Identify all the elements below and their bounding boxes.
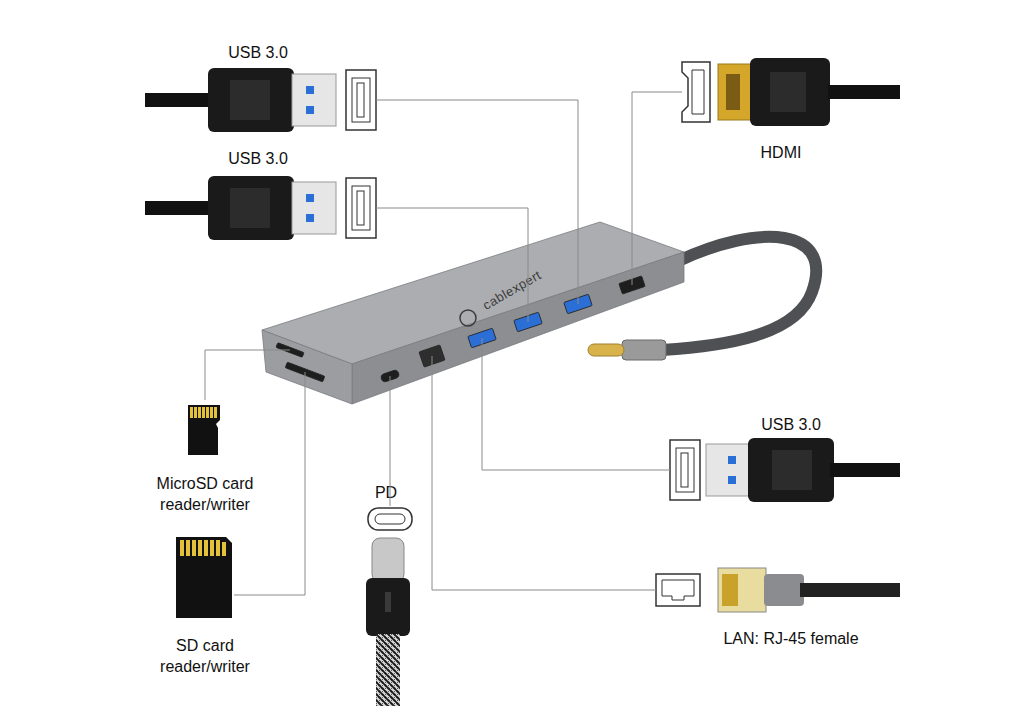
card-pin bbox=[222, 542, 226, 556]
usb-port-icon bbox=[357, 191, 364, 225]
usb-c-port-icon bbox=[368, 508, 412, 530]
hub-outline bbox=[258, 218, 686, 418]
port-label: LAN: RJ-45 female bbox=[706, 628, 876, 649]
card-pin bbox=[214, 407, 217, 418]
hdmi-plug-metal bbox=[718, 64, 752, 120]
card-pin bbox=[216, 540, 220, 556]
usb-port-icon bbox=[346, 70, 376, 130]
hub-port bbox=[285, 362, 325, 382]
card-pin bbox=[180, 540, 184, 556]
leader-line bbox=[632, 92, 682, 285]
hdmi-plug-tongue bbox=[726, 74, 740, 110]
usb-plug-metal bbox=[292, 74, 336, 126]
usb-c-plug-body bbox=[366, 578, 410, 636]
hdmi-port-icon bbox=[682, 62, 710, 122]
usb-c-tip bbox=[588, 344, 624, 356]
leader-line bbox=[432, 356, 656, 590]
usb-port-icon bbox=[352, 186, 370, 230]
braided-cable bbox=[376, 634, 400, 706]
microsd-card bbox=[188, 405, 220, 455]
usb-c-port-icon bbox=[375, 514, 405, 524]
hub-port bbox=[468, 328, 496, 348]
usb-port-icon bbox=[352, 78, 370, 122]
usb-plug-grip bbox=[230, 80, 270, 120]
usb-c-sleeve bbox=[622, 340, 666, 360]
leader-line bbox=[205, 350, 290, 400]
usb-pin bbox=[306, 194, 314, 202]
hub-port bbox=[564, 294, 592, 314]
usb-cable bbox=[830, 463, 900, 477]
hub-port bbox=[619, 276, 645, 294]
leader-line bbox=[376, 208, 528, 322]
usb-port-icon bbox=[357, 83, 364, 117]
usb-port-icon bbox=[670, 440, 700, 500]
usb-port-icon bbox=[676, 448, 694, 492]
brand-logo bbox=[460, 310, 476, 326]
usb-pin bbox=[728, 476, 736, 484]
card-pin bbox=[202, 407, 205, 418]
leader-line bbox=[390, 376, 391, 506]
usb-plug-metal bbox=[706, 444, 750, 496]
port-label: SD card reader/writer bbox=[146, 635, 264, 677]
usb-plug-grip bbox=[230, 188, 270, 228]
port-label: USB 3.0 bbox=[741, 414, 841, 435]
usb-cable bbox=[145, 93, 215, 107]
hub-face bbox=[262, 330, 352, 404]
usb-c-hub: cablexpert bbox=[258, 218, 686, 418]
usb-plug-body bbox=[208, 176, 294, 240]
card-pin bbox=[192, 540, 196, 556]
port-label: MicroSD card reader/writer bbox=[146, 473, 264, 515]
usb-pin bbox=[728, 456, 736, 464]
usb-plug-body bbox=[208, 68, 294, 132]
hub-face bbox=[352, 252, 684, 404]
usb-cable bbox=[145, 201, 215, 215]
card-pin bbox=[190, 407, 193, 418]
usb-plug-metal bbox=[292, 182, 336, 234]
leader-line bbox=[234, 372, 305, 595]
port-label: PD bbox=[366, 482, 406, 503]
usb-c-plug-grip bbox=[385, 592, 391, 612]
card-pin bbox=[204, 540, 208, 556]
hdmi-plug-grip bbox=[770, 72, 806, 112]
port-label: HDMI bbox=[731, 142, 831, 163]
hdmi-plug-body bbox=[750, 58, 830, 126]
hub-port bbox=[380, 369, 400, 382]
hub-port bbox=[514, 312, 542, 332]
leader-line bbox=[376, 100, 578, 304]
usb-pin bbox=[306, 106, 314, 114]
card-pin bbox=[210, 540, 214, 556]
usb-plug-grip bbox=[772, 450, 812, 490]
lan-plug-boot bbox=[764, 574, 804, 606]
usb-plug-body bbox=[748, 438, 834, 502]
lan-port-icon bbox=[656, 574, 700, 606]
usb-pin bbox=[306, 86, 314, 94]
lan-cable bbox=[800, 583, 900, 597]
usb-pin bbox=[306, 214, 314, 222]
usb-port-icon bbox=[346, 178, 376, 238]
usb-port-icon bbox=[681, 453, 688, 487]
leader-line bbox=[482, 338, 670, 470]
card-pin bbox=[198, 540, 202, 556]
port-label: USB 3.0 bbox=[208, 42, 308, 63]
lan-port-icon bbox=[662, 580, 694, 600]
hub-cable bbox=[662, 237, 816, 350]
hdmi-cable bbox=[828, 85, 900, 99]
card-pin bbox=[210, 407, 213, 418]
lan-plug-head bbox=[718, 568, 766, 612]
port-label: USB 3.0 bbox=[208, 148, 308, 169]
usb-c-plug-metal bbox=[372, 538, 404, 582]
card-pin bbox=[206, 407, 209, 418]
card-pin bbox=[194, 407, 197, 418]
hub-port bbox=[276, 343, 304, 358]
sd-card bbox=[176, 537, 232, 618]
lan-plug-pins bbox=[722, 574, 738, 606]
hub-port bbox=[419, 345, 445, 367]
card-pin bbox=[198, 407, 201, 418]
hdmi-port-icon bbox=[692, 70, 704, 114]
card-pin bbox=[186, 540, 190, 556]
